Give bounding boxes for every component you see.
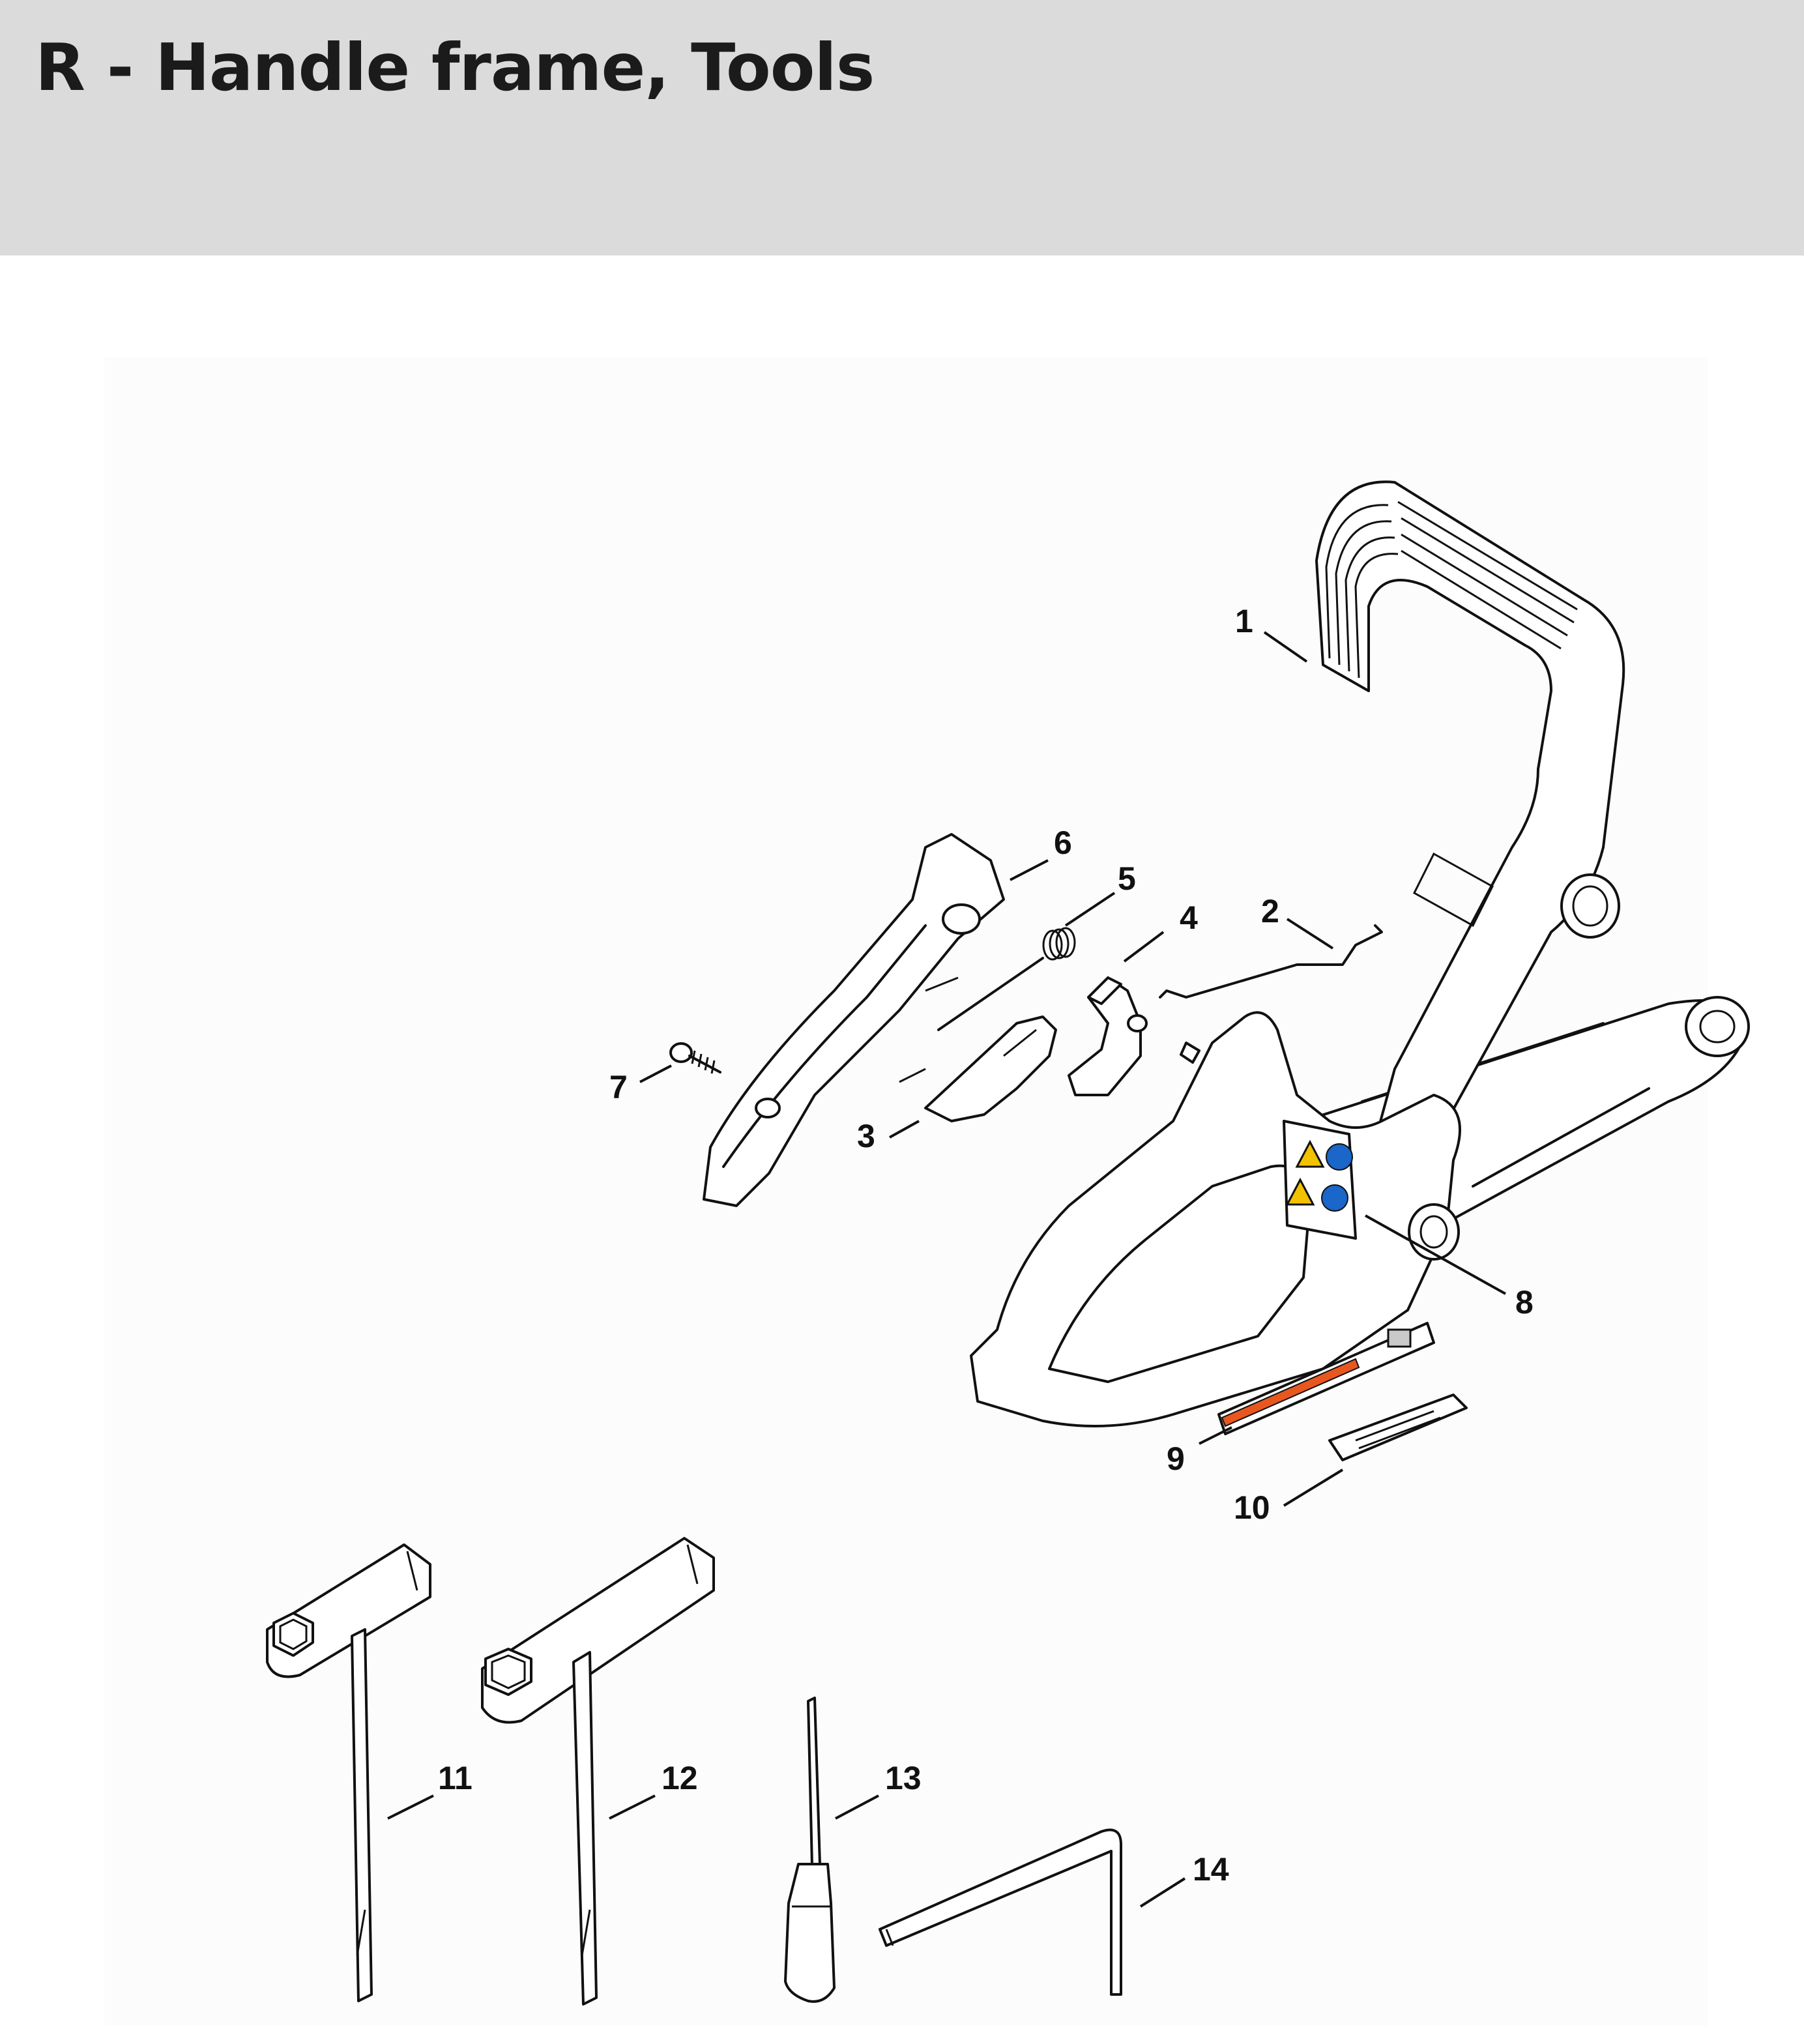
part-14-hex-key[interactable]	[879, 1828, 1122, 1996]
callout-labels: 1 2 3 4 5 6 7 8 9 10 11 12 13 14	[438, 603, 1534, 1888]
callout-11: 11	[438, 1760, 473, 1796]
callout-9: 9	[1167, 1440, 1185, 1477]
part-4-throttle-trigger[interactable]	[1068, 976, 1148, 1096]
part-8-handle-housing[interactable]	[970, 1011, 1461, 1427]
leader-lines	[387, 631, 1506, 1908]
callout-7: 7	[609, 1069, 628, 1105]
callout-12: 12	[662, 1760, 698, 1796]
part-2-interlock-rod[interactable]	[1159, 924, 1383, 999]
callout-3: 3	[857, 1118, 875, 1154]
part-11-combination-wrench[interactable]	[266, 1543, 431, 2002]
part-13-screwdriver[interactable]	[784, 1697, 836, 2003]
page-header: R - Handle frame, Tools	[0, 0, 1804, 256]
callout-2: 2	[1261, 893, 1279, 929]
mandatory-helmet-icon	[1326, 1143, 1353, 1171]
page-title: R - Handle frame, Tools	[35, 29, 875, 106]
warning-triangle-icon	[1295, 1139, 1325, 1168]
callout-6: 6	[1054, 825, 1072, 861]
callout-14: 14	[1193, 1851, 1229, 1888]
callout-1: 1	[1235, 603, 1253, 639]
mandatory-gloves-icon	[1321, 1184, 1348, 1212]
part-3-interlock-lever[interactable]	[924, 1015, 1057, 1122]
part-7-screw[interactable]	[669, 1042, 721, 1074]
part-12-combination-wrench[interactable]	[481, 1537, 715, 2006]
callout-13: 13	[885, 1760, 922, 1796]
callout-8: 8	[1515, 1284, 1534, 1321]
part-5-spring[interactable]	[937, 927, 1076, 1031]
part-10-plate[interactable]	[1328, 1394, 1468, 1461]
callout-4: 4	[1180, 899, 1198, 936]
warning-triangle-icon	[1285, 1177, 1315, 1206]
callout-5: 5	[1118, 860, 1136, 897]
callout-10: 10	[1234, 1489, 1270, 1526]
part-6-handle-molding[interactable]	[703, 833, 1005, 1207]
part-9-label[interactable]	[1217, 1322, 1435, 1435]
